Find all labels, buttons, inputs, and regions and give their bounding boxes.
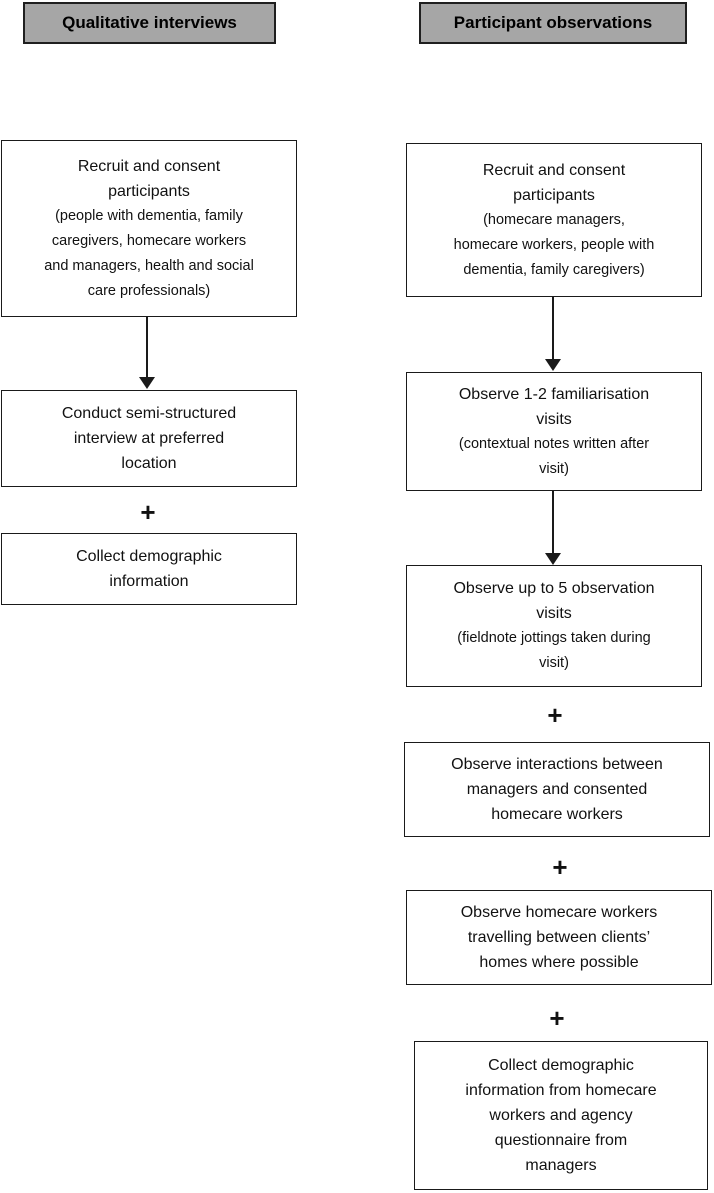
- box-main-text: Recruit and consent participants: [482, 161, 626, 204]
- flow-box-collect-demographic-observations: Collect demographic information from hom…: [414, 1041, 708, 1190]
- box-main-text: Collect demographic information from hom…: [465, 1057, 657, 1174]
- flow-box-observe-interactions: Observe interactions between managers an…: [404, 742, 710, 837]
- arrow-line: [146, 317, 148, 379]
- box-sub-text: (fieldnote jottings taken during visit): [457, 630, 651, 671]
- flow-box-collect-demographic-interviews: Collect demographic information: [1, 533, 297, 605]
- box-main-text: Observe homecare workers travelling betw…: [460, 904, 658, 971]
- box-sub-text: (homecare managers, homecare workers, pe…: [453, 211, 655, 278]
- arrow-head: [545, 553, 561, 565]
- flow-box-familiarisation-visits: Observe 1-2 familiarisation visits (cont…: [406, 372, 702, 491]
- flow-box-observation-visits: Observe up to 5 observation visits (fiel…: [406, 565, 702, 687]
- arrow-line: [552, 491, 554, 555]
- down-arrow: [139, 317, 155, 389]
- flow-box-recruit-consent-observations: Recruit and consent participants (homeca…: [406, 143, 702, 297]
- box-main-text: Collect demographic information: [76, 548, 222, 590]
- box-main-text: Recruit and consent participants: [77, 157, 221, 200]
- plus-sign: +: [547, 700, 563, 730]
- arrow-head: [139, 377, 155, 389]
- flow-box-observe-travelling: Observe homecare workers travelling betw…: [406, 890, 712, 985]
- column-header-qualitative-interviews: Qualitative interviews: [23, 2, 276, 44]
- box-main-text: Observe up to 5 observation visits: [453, 580, 655, 622]
- column-header-participant-observations: Participant observations: [419, 2, 687, 44]
- arrow-line: [552, 297, 554, 361]
- box-main-text: Conduct semi-structured interview at pre…: [61, 405, 237, 472]
- down-arrow: [545, 297, 561, 371]
- plus-sign: +: [140, 497, 156, 527]
- flow-box-recruit-consent-interviews: Recruit and consent participants (people…: [1, 140, 297, 317]
- box-main-text: Observe interactions between managers an…: [451, 756, 663, 823]
- flow-box-conduct-interview: Conduct semi-structured interview at pre…: [1, 390, 297, 487]
- down-arrow: [545, 491, 561, 565]
- box-sub-text: (people with dementia, family caregivers…: [44, 207, 254, 299]
- plus-sign: +: [549, 1003, 565, 1033]
- plus-sign: +: [552, 852, 568, 882]
- arrow-head: [545, 359, 561, 371]
- box-main-text: Observe 1-2 familiarisation visits: [458, 385, 650, 428]
- box-sub-text: (contextual notes written after visit): [458, 435, 650, 477]
